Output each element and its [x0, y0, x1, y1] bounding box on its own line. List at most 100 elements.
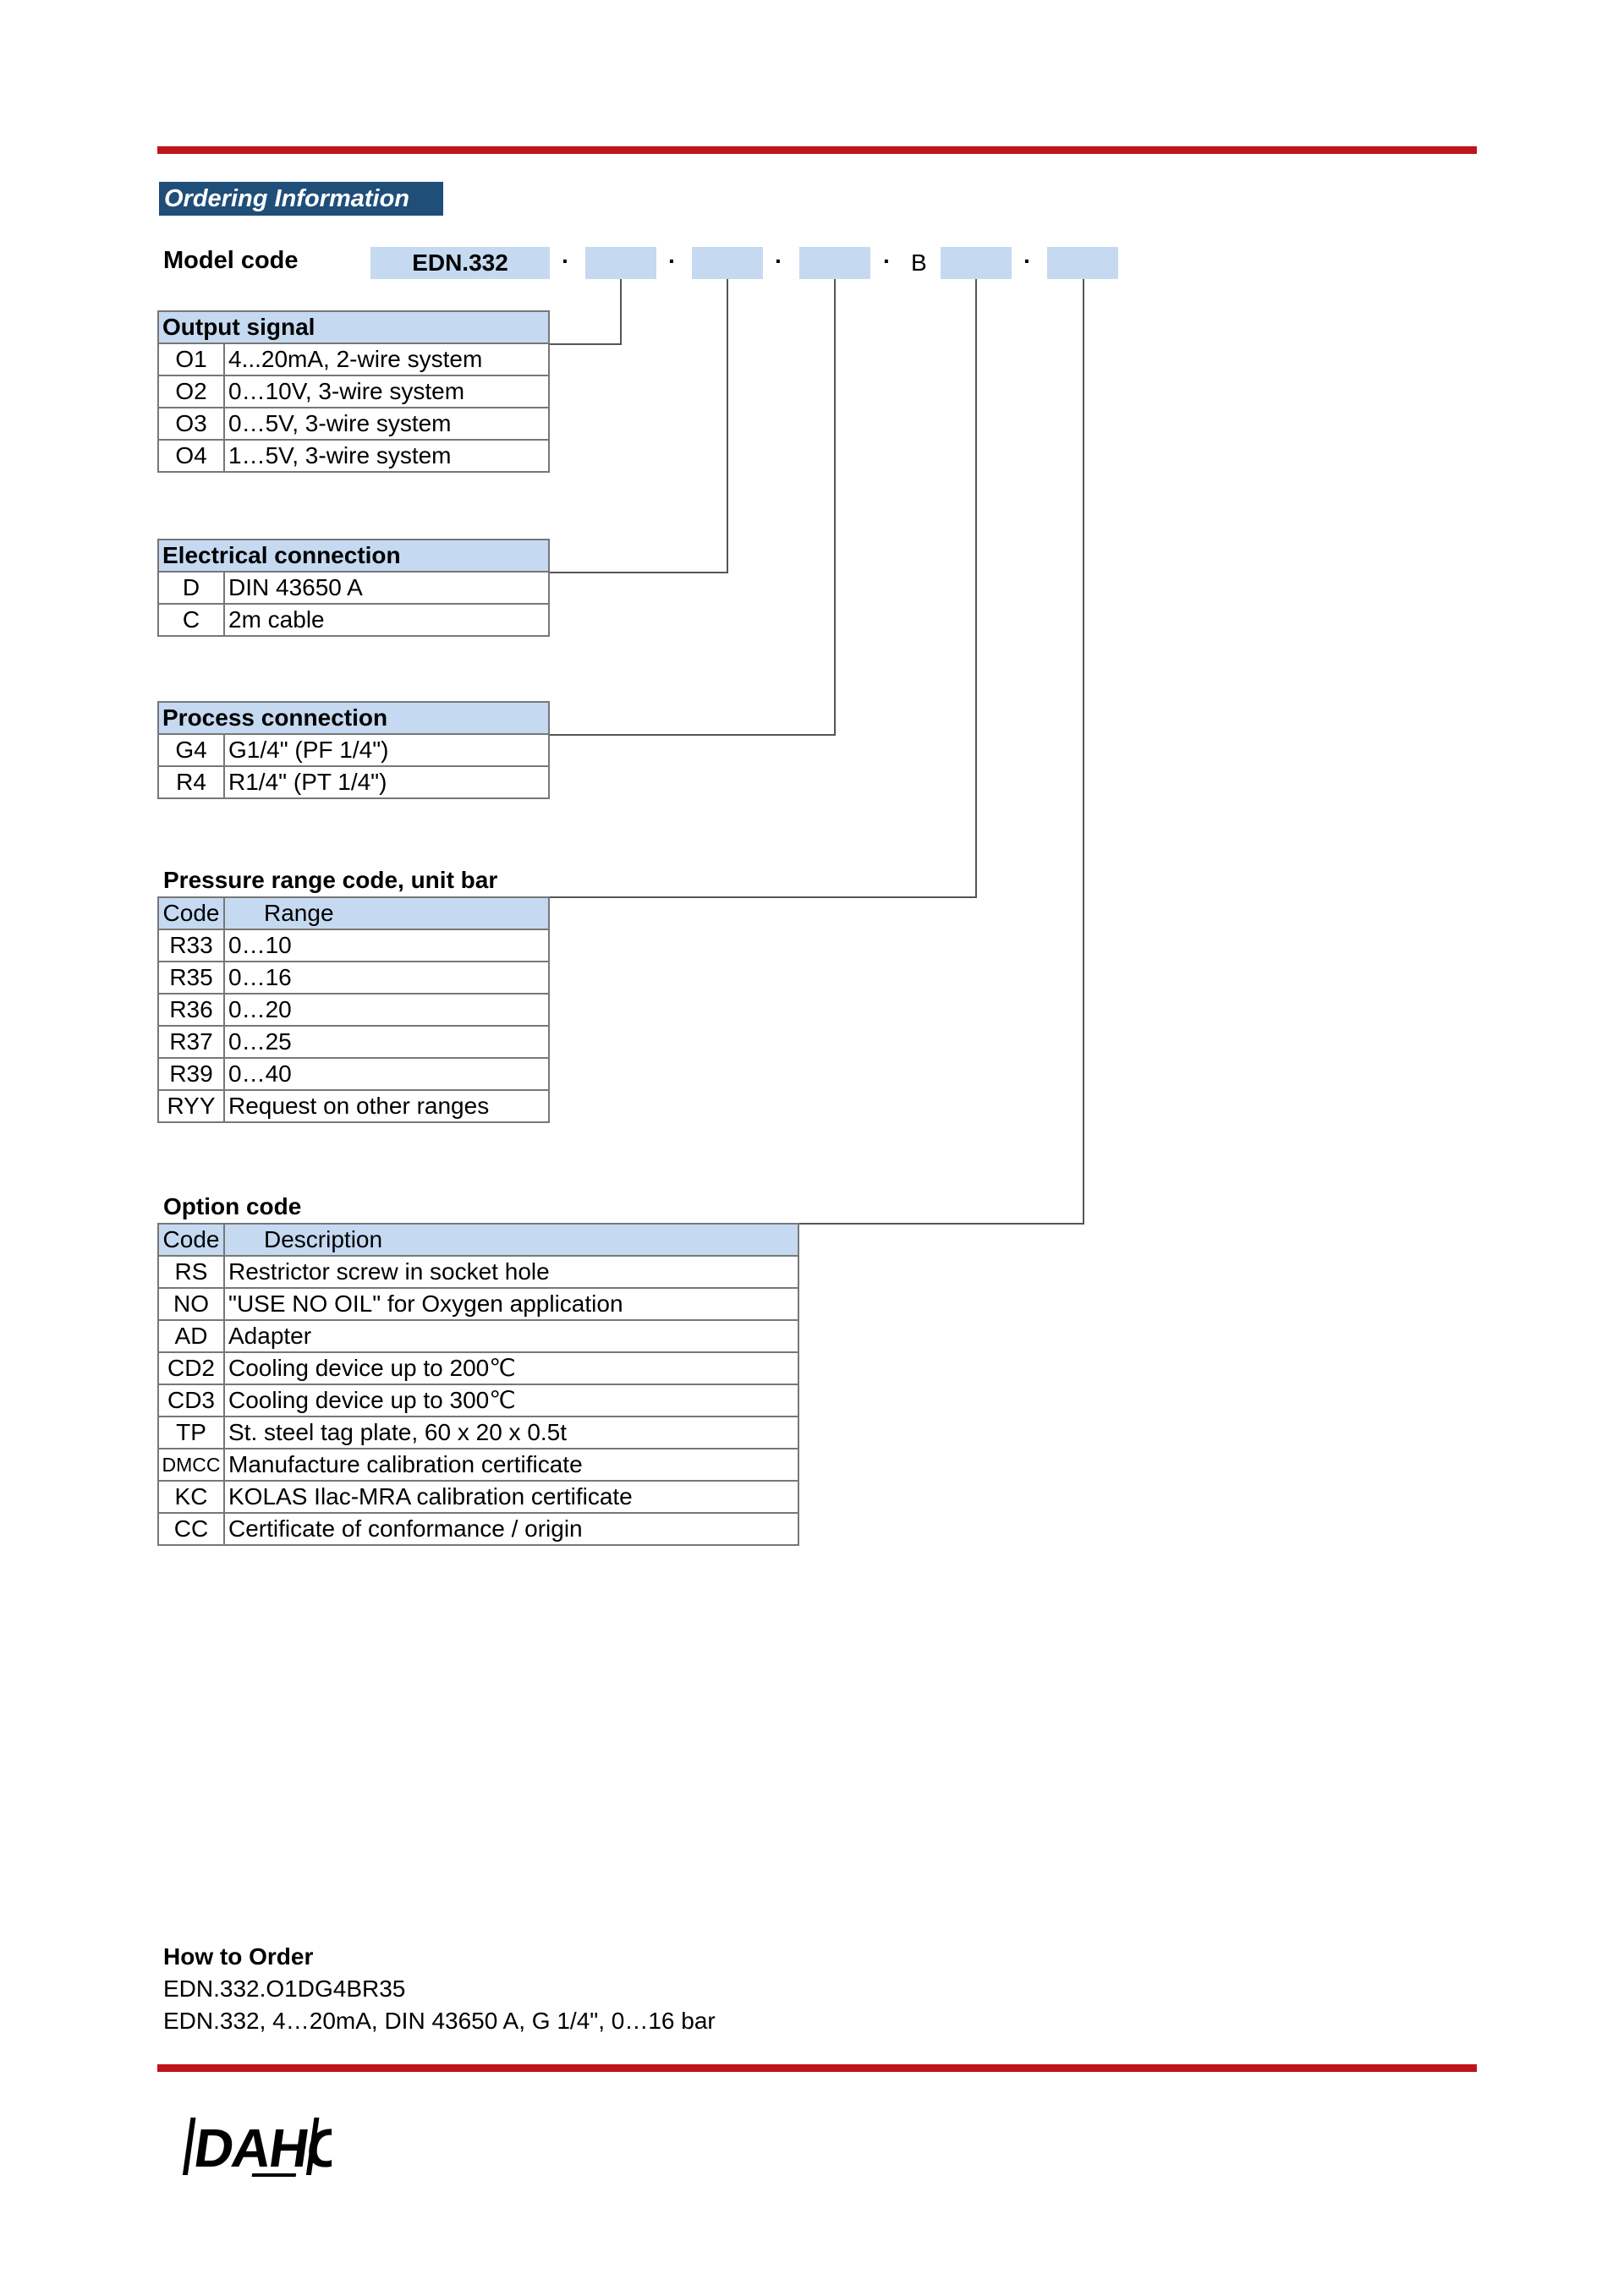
row-code: O3: [157, 407, 225, 441]
table-row: D DIN 43650 A: [157, 571, 550, 605]
daho-logo: DAHO: [179, 2114, 352, 2186]
row-code: TP: [157, 1416, 225, 1449]
table-row: RS Restrictor screw in socket hole: [157, 1255, 799, 1289]
separator-dot: ·: [883, 248, 892, 274]
row-code: CC: [157, 1512, 225, 1546]
row-code: R4: [157, 765, 225, 799]
row-code: R39: [157, 1057, 225, 1091]
row-code: RYY: [157, 1089, 225, 1123]
connector-line: [163, 896, 977, 898]
table-row: G4 G1/4" (PF 1/4"): [157, 733, 550, 767]
connector-line: [975, 279, 977, 898]
process-connection-table: Process connection G4 G1/4" (PF 1/4") R4…: [157, 701, 550, 799]
col-code-header: Code: [157, 1223, 225, 1257]
row-code: O2: [157, 375, 225, 408]
col-desc-header: Description: [223, 1223, 799, 1257]
row-desc: 0…40: [223, 1057, 550, 1091]
row-desc: 0…10: [223, 929, 550, 962]
row-desc: 0…10V, 3-wire system: [223, 375, 550, 408]
connector-line: [548, 343, 622, 345]
row-code: CD2: [157, 1351, 225, 1385]
row-desc: St. steel tag plate, 60 x 20 x 0.5t: [223, 1416, 799, 1449]
row-code: R37: [157, 1025, 225, 1059]
slot-pressure-range: [941, 247, 1012, 279]
how-to-order-code: EDN.332.O1DG4BR35: [163, 1975, 406, 2002]
row-desc: 4...20mA, 2-wire system: [223, 342, 550, 376]
row-code: R36: [157, 993, 225, 1027]
option-code-table: Code Description RS Restrictor screw in …: [157, 1223, 799, 1546]
row-code: O1: [157, 342, 225, 376]
connector-line: [620, 279, 622, 345]
row-desc: 0…16: [223, 961, 550, 995]
electrical-connection-title: Electrical connection: [157, 539, 550, 573]
connector-line: [1083, 279, 1084, 1225]
row-desc: 1…5V, 3-wire system: [223, 439, 550, 473]
row-desc: 0…20: [223, 993, 550, 1027]
table-row: KC KOLAS Ilac-MRA calibration certificat…: [157, 1480, 799, 1514]
table-row: R36 0…20: [157, 993, 550, 1027]
col-code-header: Code: [157, 896, 225, 930]
table-row: TP St. steel tag plate, 60 x 20 x 0.5t: [157, 1416, 799, 1449]
how-to-order-title: How to Order: [163, 1943, 314, 1970]
separator-dot: ·: [562, 248, 570, 274]
table-row: O1 4...20mA, 2-wire system: [157, 342, 550, 376]
connector-line: [548, 572, 728, 573]
row-desc: DIN 43650 A: [223, 571, 550, 605]
table-row: CD3 Cooling device up to 300℃: [157, 1384, 799, 1417]
connector-line: [798, 1223, 1084, 1225]
slot-electrical-connection: [692, 247, 763, 279]
col-desc-header: Range: [223, 896, 550, 930]
process-connection-title: Process connection: [157, 701, 550, 735]
connector-line: [727, 279, 728, 573]
model-code-label: Model code: [163, 247, 299, 274]
fixed-letter: B: [911, 249, 927, 276]
electrical-connection-table: Electrical connection D DIN 43650 A C 2m…: [157, 539, 550, 637]
row-desc: 0…25: [223, 1025, 550, 1059]
row-desc: Cooling device up to 200℃: [223, 1351, 799, 1385]
table-row: R35 0…16: [157, 961, 550, 995]
row-desc: 2m cable: [223, 603, 550, 637]
slot-process-connection: [799, 247, 870, 279]
table-row: R39 0…40: [157, 1057, 550, 1091]
header-divider: [157, 146, 1477, 154]
slot-output-signal: [585, 247, 656, 279]
row-code: C: [157, 603, 225, 637]
row-code: R33: [157, 929, 225, 962]
row-desc: Request on other ranges: [223, 1089, 550, 1123]
option-code-title: Option code: [163, 1193, 302, 1219]
row-desc: Cooling device up to 300℃: [223, 1384, 799, 1417]
pressure-range-table: Code Range R33 0…10 R35 0…16 R36 0…20 R3…: [157, 896, 550, 1123]
row-desc: Certificate of conformance / origin: [223, 1512, 799, 1546]
slot-option-code: [1047, 247, 1118, 279]
row-desc: R1/4" (PT 1/4"): [223, 765, 550, 799]
model-code-base: EDN.332: [370, 247, 550, 279]
table-row: R4 R1/4" (PT 1/4"): [157, 765, 550, 799]
separator-dot: ·: [775, 248, 783, 274]
table-row: CD2 Cooling device up to 200℃: [157, 1351, 799, 1385]
row-desc: "USE NO OIL" for Oxygen application: [223, 1287, 799, 1321]
row-code: D: [157, 571, 225, 605]
table-row: O2 0…10V, 3-wire system: [157, 375, 550, 408]
row-code: O4: [157, 439, 225, 473]
row-code: G4: [157, 733, 225, 767]
separator-dot: ·: [668, 248, 677, 274]
separator-dot: ·: [1023, 248, 1032, 274]
row-desc: Adapter: [223, 1319, 799, 1353]
table-header-row: Code Range: [157, 896, 550, 930]
table-header-row: Code Description: [157, 1223, 799, 1257]
row-desc: Restrictor screw in socket hole: [223, 1255, 799, 1289]
table-row: NO "USE NO OIL" for Oxygen application: [157, 1287, 799, 1321]
table-row: O3 0…5V, 3-wire system: [157, 407, 550, 441]
table-row: R33 0…10: [157, 929, 550, 962]
daho-logo-graphic: DAHO: [182, 2118, 352, 2178]
row-code: CD3: [157, 1384, 225, 1417]
row-code: DMCC: [157, 1448, 225, 1482]
output-signal-table: Output signal O1 4...20mA, 2-wire system…: [157, 310, 550, 473]
row-code: KC: [157, 1480, 225, 1514]
row-code: NO: [157, 1287, 225, 1321]
table-row: AD Adapter: [157, 1319, 799, 1353]
table-row: C 2m cable: [157, 603, 550, 637]
connector-line: [548, 734, 836, 736]
svg-text:DAHO: DAHO: [190, 2118, 332, 2178]
table-row: O4 1…5V, 3-wire system: [157, 439, 550, 473]
